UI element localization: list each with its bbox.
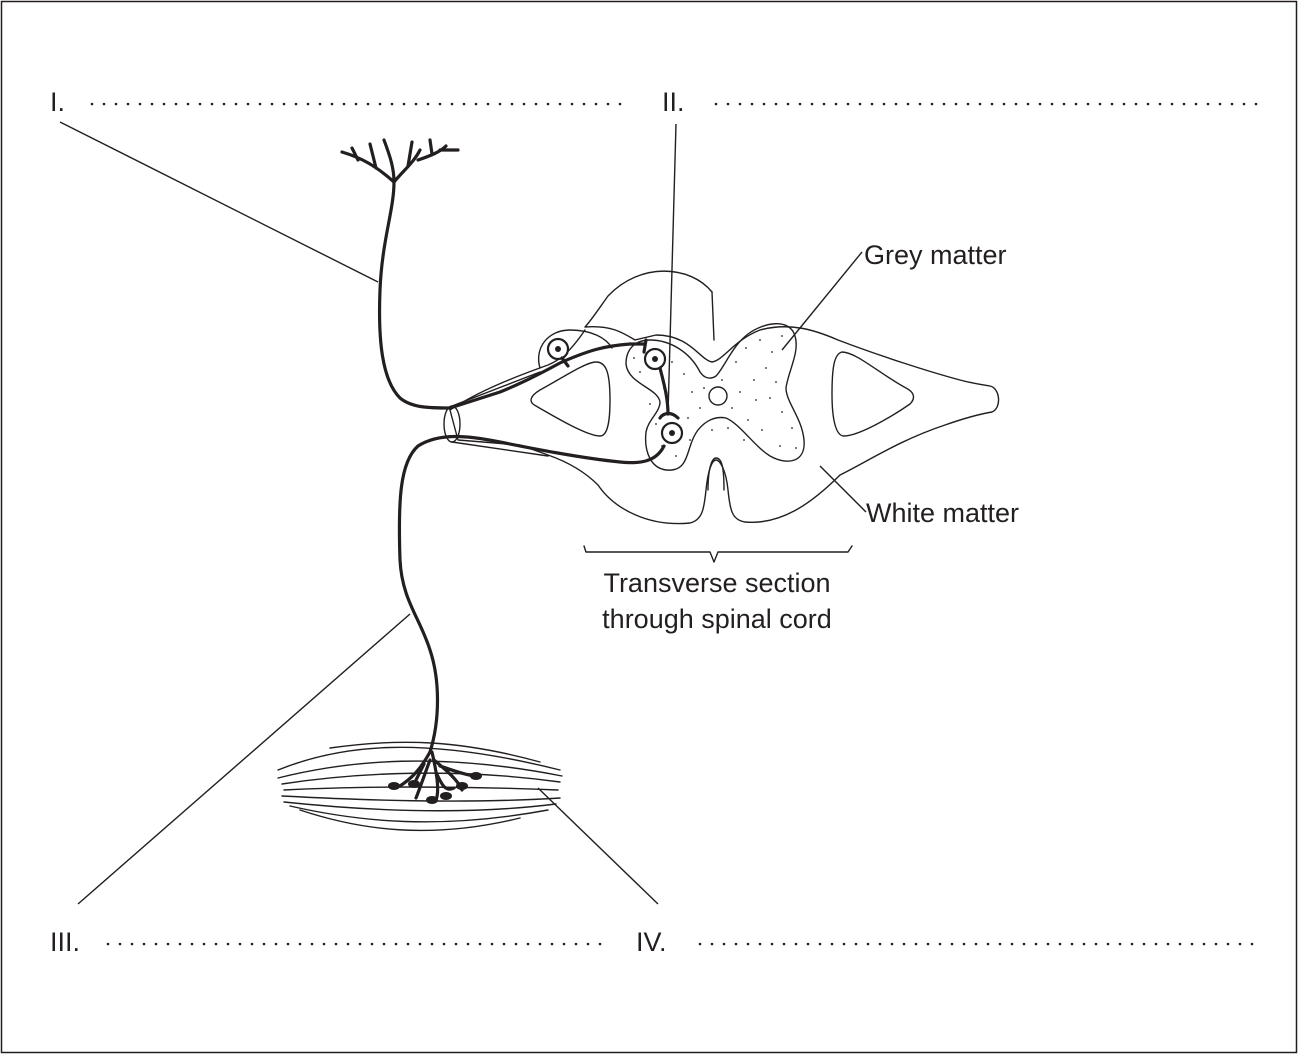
relay-nucleus [652,356,658,362]
dorsal-median-sulcus [712,292,714,340]
leader-line-II [668,124,676,414]
grey-matter-label: Grey matter [864,240,1007,270]
central-canal [709,387,727,405]
relay-synapse-terminal [660,414,678,419]
white-matter-label: White matter [866,498,1019,528]
leader-line-III [78,614,410,904]
motor-nucleus [669,430,675,436]
ventral-median-fissure [708,458,724,490]
dorsal-root-upper [452,372,540,406]
section-label-line-2: through spinal cord [602,604,832,634]
sensory-dendrites [342,140,458,182]
label-I: I. [50,87,65,117]
sensory-neuron-axon [380,182,630,408]
sensory-nucleus [555,346,561,352]
section-brace [584,546,852,562]
grey-matter-region [626,324,804,470]
label-IV: IV. [636,927,667,957]
label-II: II. [662,87,685,117]
motor-end-plate-branches [400,752,474,800]
leader-line-grey-matter [782,252,862,350]
label-III: III. [50,927,80,957]
section-label-line-1: Transverse section [603,568,830,598]
white-matter-right [832,352,913,436]
relay-neuron-axon [660,368,668,414]
leader-line-I [60,122,378,282]
leader-line-IV [538,788,658,904]
